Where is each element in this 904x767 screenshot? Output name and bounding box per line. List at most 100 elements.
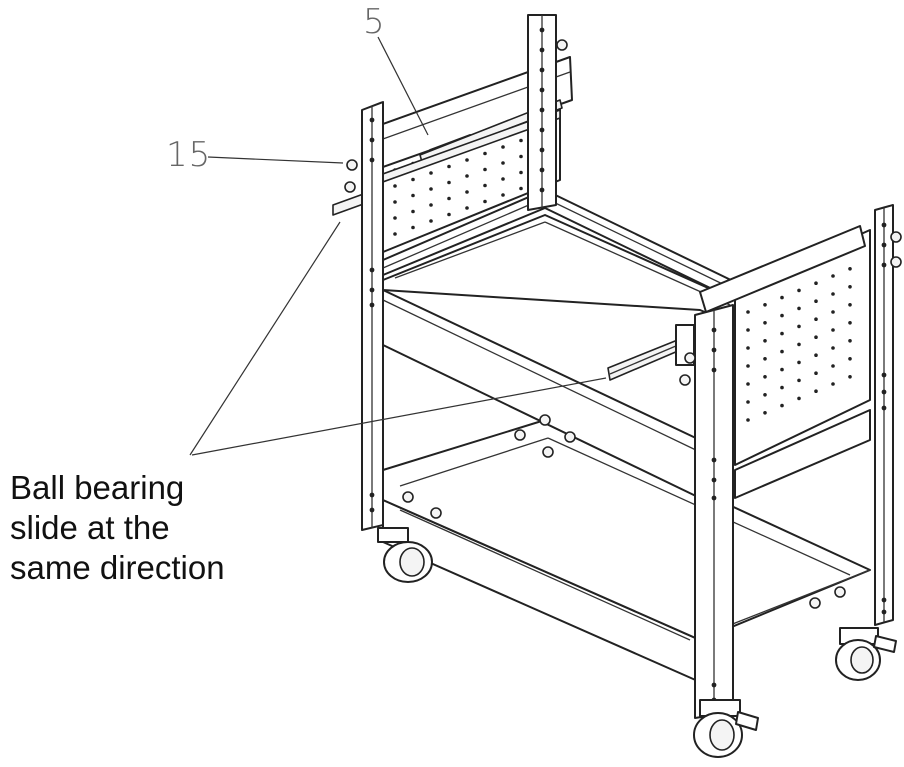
right-slide-rail <box>607 324 695 381</box>
peg-hole <box>831 274 835 278</box>
peg-hole <box>447 212 451 217</box>
peg-hole <box>831 310 835 314</box>
peg-hole <box>848 357 852 361</box>
peg-hole <box>369 267 375 273</box>
peg-hole <box>369 137 375 143</box>
peg-hole <box>539 107 545 113</box>
peg-hole <box>539 47 545 53</box>
peg-hole <box>881 609 887 615</box>
peg-hole <box>483 199 487 204</box>
peg-hole <box>519 170 523 175</box>
peg-hole <box>519 138 523 143</box>
peg-hole <box>447 164 451 169</box>
bolts <box>344 39 902 609</box>
peg-hole <box>429 203 433 207</box>
peg-hole <box>814 281 818 286</box>
peg-hole <box>763 339 767 343</box>
peg-hole <box>780 313 784 318</box>
peg-hole <box>814 335 818 340</box>
peg-hole <box>465 158 469 162</box>
peg-hole <box>848 285 852 289</box>
peg-hole <box>881 242 887 248</box>
peg-hole <box>393 232 397 236</box>
peg-hole <box>483 151 487 156</box>
peg-hole <box>814 299 818 304</box>
peg-hole <box>746 400 750 404</box>
peg-hole <box>501 177 505 181</box>
peg-hole <box>831 328 835 332</box>
peg-hole <box>780 295 784 300</box>
peg-hole <box>780 349 784 354</box>
peg-hole <box>483 183 487 188</box>
upright-back-left <box>527 14 557 211</box>
peg-hole <box>763 375 767 379</box>
top-slide-rail <box>332 56 573 216</box>
peg-hole <box>711 682 717 688</box>
peg-hole <box>501 161 505 165</box>
peg-hole <box>369 157 375 163</box>
peg-hole <box>831 346 835 350</box>
peg-hole <box>848 321 852 325</box>
peg-hole <box>501 145 505 149</box>
peg-hole <box>539 167 545 173</box>
peg-hole <box>393 216 397 220</box>
peg-hole <box>711 327 717 333</box>
peg-hole <box>369 492 375 498</box>
peg-hole <box>393 200 397 204</box>
upright-holes <box>369 27 887 703</box>
peg-hole <box>746 364 750 368</box>
peg-hole <box>831 382 835 386</box>
upright-back-right <box>874 204 894 626</box>
peg-hole <box>539 87 545 93</box>
peg-hole <box>447 196 451 201</box>
peg-hole <box>369 287 375 293</box>
peg-hole <box>746 418 750 422</box>
peg-hole <box>447 180 451 185</box>
peg-hole <box>881 389 887 395</box>
peg-hole <box>763 357 767 361</box>
peg-hole <box>539 187 545 193</box>
peg-hole <box>711 347 717 353</box>
peg-hole <box>780 403 784 408</box>
peg-hole <box>746 346 750 350</box>
peg-hole <box>797 306 801 311</box>
note-line-1: Ball bearing <box>10 469 185 506</box>
peg-hole <box>369 302 375 308</box>
pegboard-right <box>699 225 871 466</box>
caster-front-right <box>693 699 759 758</box>
peg-hole <box>797 378 801 383</box>
upright-front-right <box>694 304 734 719</box>
peg-hole <box>746 328 750 332</box>
peg-hole <box>465 206 469 210</box>
peg-hole <box>881 222 887 228</box>
peg-hole <box>831 364 835 368</box>
peg-hole <box>369 507 375 513</box>
caster-back-right <box>835 627 897 681</box>
caster-front-left <box>377 527 433 583</box>
peg-hole <box>711 367 717 373</box>
peg-hole <box>539 67 545 73</box>
peg-hole <box>711 477 717 483</box>
peg-hole <box>814 317 818 322</box>
peg-hole <box>711 457 717 463</box>
peg-hole <box>746 310 750 314</box>
peg-hole <box>411 209 415 214</box>
peg-hole <box>797 324 801 329</box>
peg-hole <box>465 174 469 178</box>
peg-hole <box>411 225 415 230</box>
peg-hole <box>797 288 801 293</box>
ball-bearing-note: Ball bearing slide at the same direction <box>10 468 225 588</box>
upright-front-left <box>361 101 384 531</box>
peg-hole <box>831 292 835 296</box>
peg-hole <box>465 190 469 194</box>
peg-hole <box>848 339 852 343</box>
peg-hole <box>501 193 505 197</box>
peg-hole <box>393 184 397 188</box>
peg-hole <box>539 127 545 133</box>
peg-hole <box>411 193 415 198</box>
peg-hole <box>763 321 767 325</box>
peg-hole <box>429 219 433 223</box>
peg-hole <box>780 367 784 372</box>
